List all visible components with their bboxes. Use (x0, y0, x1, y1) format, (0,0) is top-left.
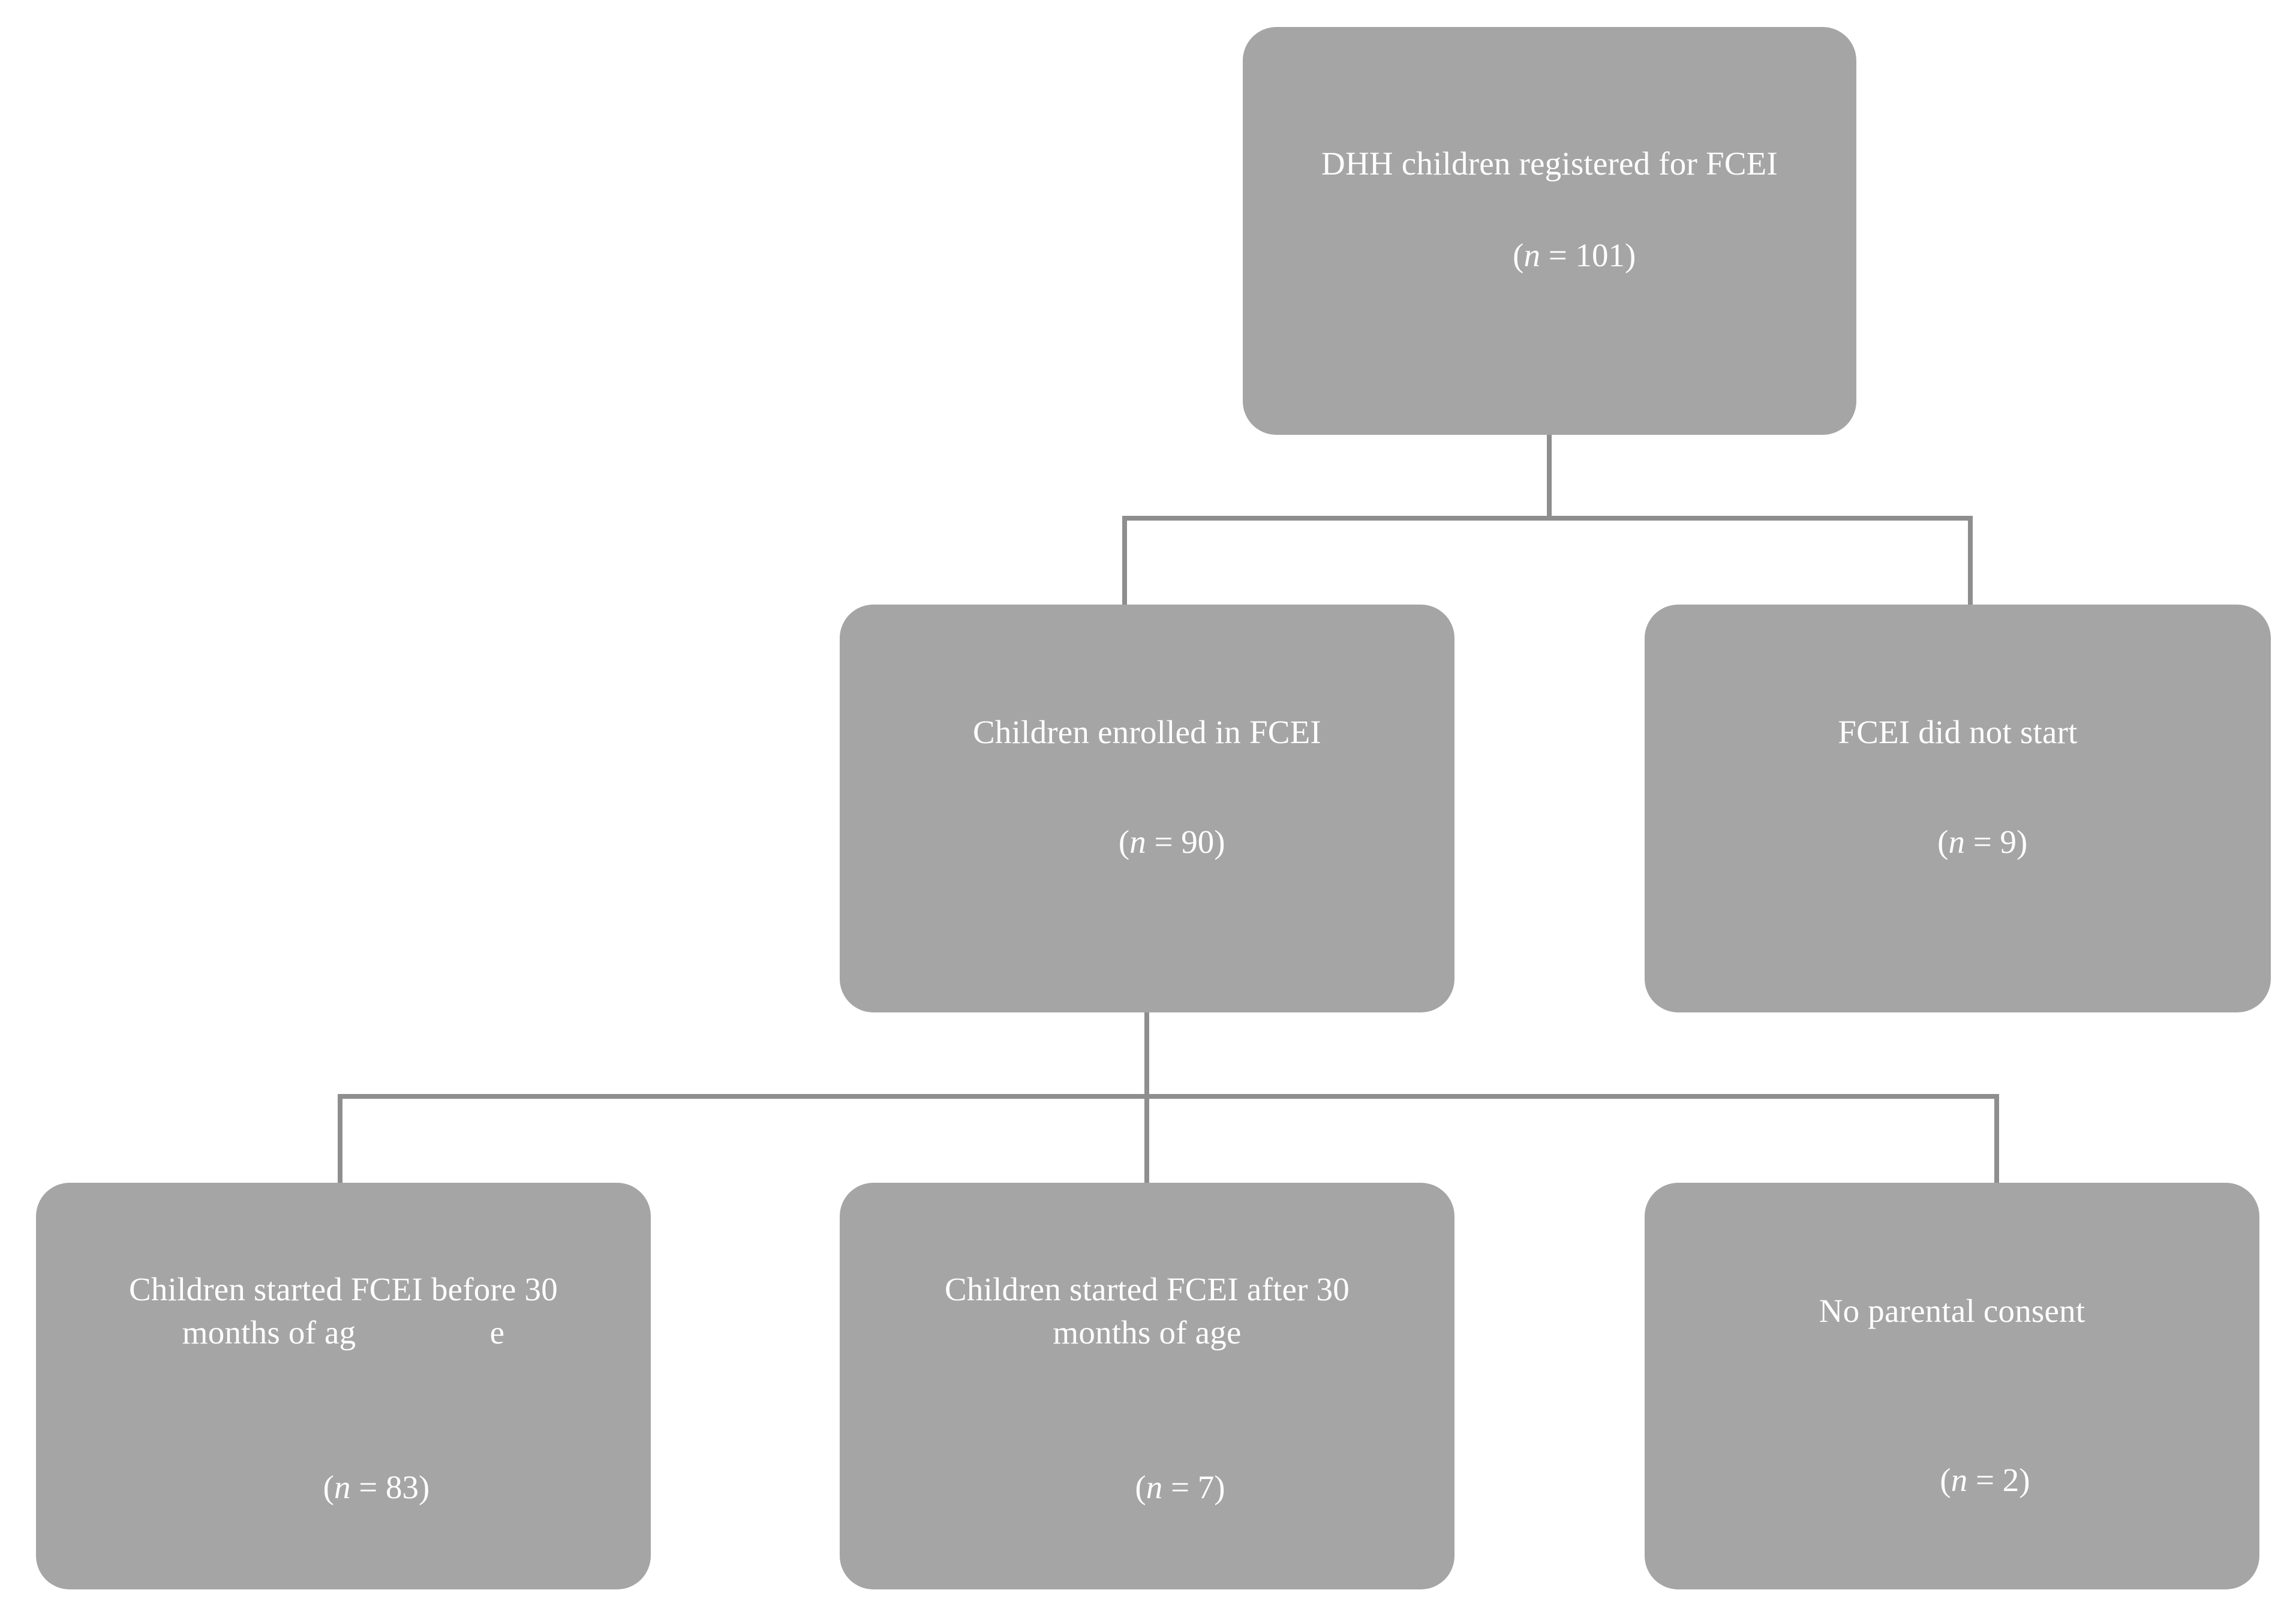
node-label: DHH children registered for FCEI (1321, 145, 1778, 182)
node-label: FCEI did not start (1838, 714, 2078, 750)
node-count: (n = 9) (1888, 778, 2028, 907)
count-value: 7 (1197, 1468, 1215, 1505)
count-close-paren: ) (2019, 1461, 2030, 1498)
count-close-paren: ) (1625, 237, 1636, 273)
node-no-parental-consent[interactable]: No parental consent (n = 2) (1645, 1183, 2259, 1589)
node-started-after-30-months[interactable]: Children started FCEI after 30 months of… (840, 1183, 1454, 1589)
node-count: (n = 83) (257, 1423, 430, 1552)
count-value: 9 (2000, 823, 2017, 860)
connector-enrolled-to-before30 (338, 1094, 342, 1184)
count-variable: n (1129, 823, 1146, 860)
node-fcei-did-not-start[interactable]: FCEI did not start (n = 9) (1645, 605, 2271, 1012)
node-count: (n = 90) (1069, 778, 1225, 907)
node-label: Children started FCEI before 30 months o… (129, 1271, 558, 1351)
node-dhh-children-registered[interactable]: DHH children registered for FCEI (n = 10… (1243, 27, 1856, 435)
count-value: 101 (1575, 237, 1625, 273)
node-label: No parental consent (1819, 1293, 2085, 1329)
connector-enrolled-to-no-consent (1994, 1094, 1999, 1184)
count-equals: = (1540, 237, 1576, 273)
count-open-paren: ( (323, 1468, 334, 1505)
count-equals: = (1146, 823, 1182, 860)
count-open-paren: ( (1940, 1461, 1951, 1498)
count-equals: = (350, 1468, 386, 1505)
count-close-paren: ) (1214, 1468, 1225, 1505)
connector-root-stem (1547, 435, 1552, 521)
count-equals: = (1964, 823, 2000, 860)
count-variable: n (1948, 823, 1965, 860)
connector-root-bar (1122, 516, 1973, 521)
connector-enrolled-to-after30 (1144, 1094, 1149, 1184)
node-count: (n = 7) (1069, 1423, 1225, 1552)
count-close-paren: ) (1214, 823, 1225, 860)
connector-root-to-enrolled (1122, 516, 1127, 606)
count-equals: = (1967, 1461, 2003, 1498)
connector-enrolled-stem (1144, 1012, 1149, 1098)
node-count: (n = 2) (1874, 1415, 2030, 1544)
connector-enrolled-bar (338, 1094, 1999, 1099)
count-value: 83 (386, 1468, 419, 1505)
count-equals: = (1162, 1468, 1198, 1505)
node-label: Children started FCEI after 30 months of… (945, 1271, 1350, 1351)
count-open-paren: ( (1937, 823, 1949, 860)
count-value: 2 (2002, 1461, 2019, 1498)
count-open-paren: ( (1135, 1468, 1146, 1505)
count-open-paren: ( (1118, 823, 1130, 860)
node-children-enrolled-fcei[interactable]: Children enrolled in FCEI (n = 90) (840, 605, 1454, 1012)
count-variable: n (1951, 1461, 1968, 1498)
count-value: 90 (1181, 823, 1215, 860)
count-variable: n (1523, 237, 1540, 273)
count-open-paren: ( (1513, 237, 1524, 273)
count-variable: n (1146, 1468, 1163, 1505)
count-variable: n (333, 1468, 351, 1505)
connector-root-to-not-started (1968, 516, 1973, 606)
node-started-before-30-months[interactable]: Children started FCEI before 30 months o… (36, 1183, 651, 1589)
count-close-paren: ) (419, 1468, 430, 1505)
node-count: (n = 101) (1463, 191, 1636, 320)
count-close-paren: ) (2016, 823, 2028, 860)
node-label: Children enrolled in FCEI (973, 714, 1321, 750)
